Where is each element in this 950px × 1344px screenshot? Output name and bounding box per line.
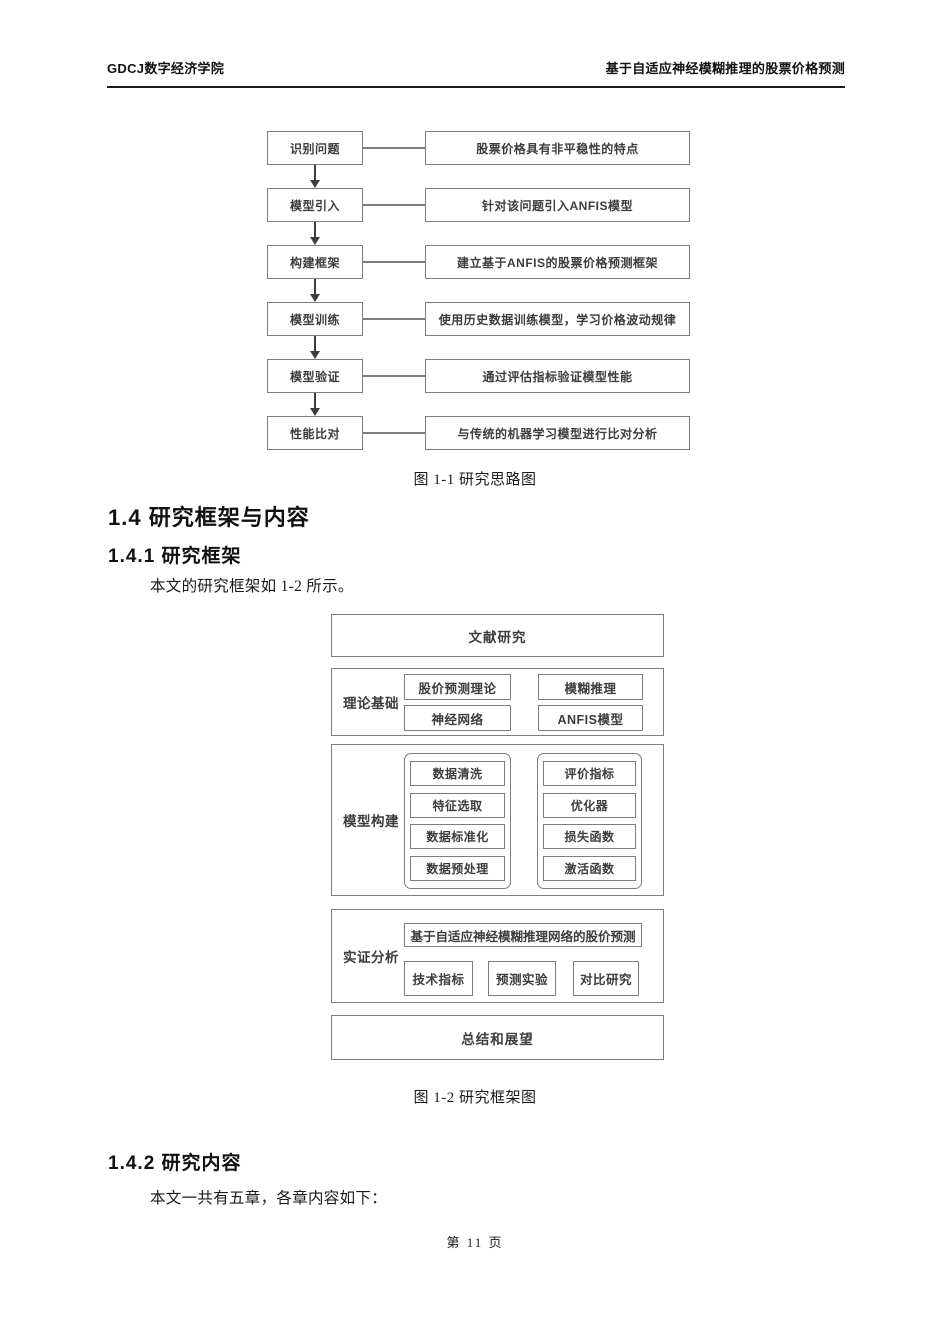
step-box: 构建框架 [267,245,363,279]
horizontal-connector [363,204,425,206]
detail-box: 使用历史数据训练模型，学习价格波动规律 [425,302,690,336]
model-item-box: 特征选取 [410,792,505,818]
detail-box: 建立基于ANFIS的股票价格预测框架 [425,245,690,279]
empirical-item-box: 对比研究 [573,961,639,996]
page-header: GDCJ数字经济学院 基于自适应神经模糊推理的股票价格预测 [107,58,845,77]
step-box: 识别问题 [267,131,363,165]
flowchart-row: 模型训练 使用历史数据训练模型，学习价格波动规律 [267,302,690,336]
literature-review-label: 文献研究 [468,629,527,645]
empirical-item-box: 预测实验 [488,961,556,996]
theory-section-box: 理论基础 股价预测理论 模糊推理 神经网络 ANFIS模型 [331,668,664,736]
flowchart-row: 性能比对 与传统的机器学习模型进行比对分析 [267,416,690,450]
down-arrow-icon [310,222,320,245]
figure-1-1-caption: 图 1-1 研究思路图 [413,472,537,488]
model-item-box: 激活函数 [543,855,636,881]
figure-1-2-framework-diagram: 文献研究 理论基础 股价预测理论 模糊推理 神经网络 ANFIS模型 模型构建 … [331,614,664,1060]
model-item-box: 数据清洗 [410,761,505,786]
paragraph-1-4-1: 本文的研究框架如 1-2 所示。 [150,578,354,595]
paragraph-1-4-2: 本文一共有五章，各章内容如下： [150,1190,388,1207]
detail-box: 针对该问题引入ANFIS模型 [425,188,690,222]
literature-review-box: 文献研究 [331,614,664,657]
model-right-group-box: 评价指标 优化器 损失函数 激活函数 [537,753,642,889]
detail-box: 股票价格具有非平稳性的特点 [425,131,690,165]
horizontal-connector [363,147,425,149]
model-item-box: 评价指标 [543,761,636,786]
model-building-section-label: 模型构建 [343,814,399,829]
theory-item-box: 股价预测理论 [404,674,511,700]
empirical-headline-box: 基于自适应神经模糊推理网络的股价预测 [404,923,642,947]
model-item-box: 数据标准化 [410,824,505,850]
step-box: 模型引入 [267,188,363,222]
horizontal-connector [363,432,425,434]
step-box: 性能比对 [267,416,363,450]
theory-item-box: ANFIS模型 [538,705,643,731]
summary-outlook-box: 总结和展望 [331,1015,664,1060]
figure-1-2-caption: 图 1-2 研究框架图 [413,1090,537,1106]
down-arrow-icon [310,393,320,416]
detail-box: 与传统的机器学习模型进行比对分析 [425,416,690,450]
header-school-name: GDCJ数字经济学院 [107,61,225,76]
theory-item-box: 神经网络 [404,705,511,731]
summary-outlook-label: 总结和展望 [461,1031,534,1047]
flowchart-row: 模型引入 针对该问题引入ANFIS模型 [267,188,690,222]
theory-item-box: 模糊推理 [538,674,643,700]
step-box: 模型训练 [267,302,363,336]
empirical-analysis-section-box: 实证分析 基于自适应神经模糊推理网络的股价预测 技术指标 预测实验 对比研究 [331,909,664,1003]
horizontal-connector [363,318,425,320]
header-thesis-title: 基于自适应神经模糊推理的股票价格预测 [605,61,845,76]
horizontal-connector [363,375,425,377]
section-heading-1-4-1: 1.4.1 研究框架 [108,546,242,567]
model-item-box: 数据预处理 [410,855,505,881]
down-arrow-icon [310,279,320,302]
model-left-group-box: 数据清洗 特征选取 数据标准化 数据预处理 [404,753,511,889]
model-item-box: 优化器 [543,792,636,818]
down-arrow-icon [310,165,320,188]
section-heading-1-4-2: 1.4.2 研究内容 [108,1153,242,1174]
down-arrow-icon [310,336,320,359]
flowchart-row: 识别问题 股票价格具有非平稳性的特点 [267,131,690,165]
flowchart-row: 构建框架 建立基于ANFIS的股票价格预测框架 [267,245,690,279]
horizontal-connector [363,261,425,263]
empirical-analysis-section-label: 实证分析 [343,950,399,965]
detail-box: 通过评估指标验证模型性能 [425,359,690,393]
step-box: 模型验证 [267,359,363,393]
empirical-item-box: 技术指标 [404,961,473,996]
figure-1-1-flowchart: 识别问题 股票价格具有非平稳性的特点 模型引入 针对该问题引入ANFIS模型 构… [267,131,690,450]
theory-section-label: 理论基础 [343,696,399,711]
header-rule [107,86,845,88]
section-heading-1-4: 1.4 研究框架与内容 [108,505,310,530]
model-building-section-box: 模型构建 数据清洗 特征选取 数据标准化 数据预处理 评价指标 优化器 损失函数… [331,744,664,896]
page-footer: 第 11 页 [0,1232,950,1251]
flowchart-row: 模型验证 通过评估指标验证模型性能 [267,359,690,393]
page-number: 第 11 页 [446,1235,504,1250]
model-item-box: 损失函数 [543,824,636,850]
